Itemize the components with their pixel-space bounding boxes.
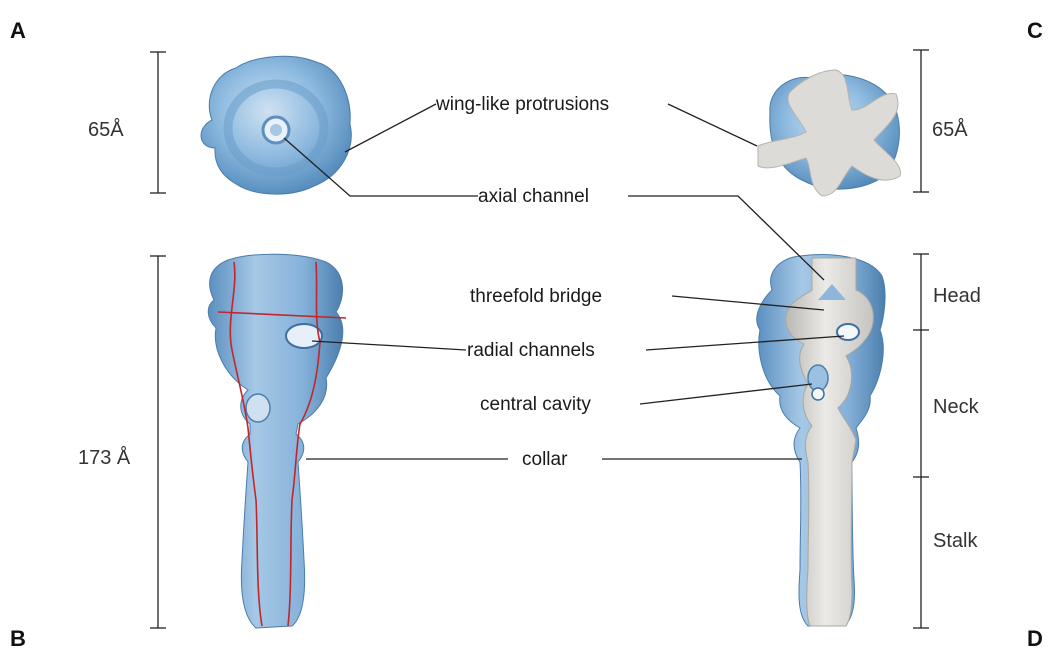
label-threefold-bridge: threefold bridge — [470, 286, 602, 307]
scale-bar-top-right — [913, 50, 929, 192]
label-central-cavity: central cavity — [480, 394, 591, 415]
measure-top-left: 65Å — [88, 118, 124, 141]
scale-bar-side-left — [150, 256, 166, 628]
region-head-label: Head — [933, 285, 981, 307]
panel-label-c: C — [1027, 18, 1043, 43]
label-wing-like-protrusions: wing-like protrusions — [435, 94, 609, 115]
side-view-surface — [208, 254, 346, 628]
scale-bar-top-left — [150, 52, 166, 193]
label-radial-channels: radial channels — [467, 340, 595, 361]
label-axial-channel: axial channel — [478, 186, 589, 207]
top-view-surface — [201, 56, 351, 194]
panel-label-b: B — [10, 626, 26, 651]
region-stalk-label: Stalk — [933, 530, 978, 552]
region-neck-label: Neck — [933, 396, 980, 418]
label-collar: collar — [522, 449, 568, 470]
measure-side-left: 173 Å — [78, 446, 131, 469]
measure-top-right: 65Å — [932, 118, 968, 141]
region-bar-right — [913, 254, 929, 628]
panel-label-a: A — [10, 18, 26, 43]
panel-label-d: D — [1027, 626, 1043, 651]
top-view-section — [758, 70, 901, 196]
